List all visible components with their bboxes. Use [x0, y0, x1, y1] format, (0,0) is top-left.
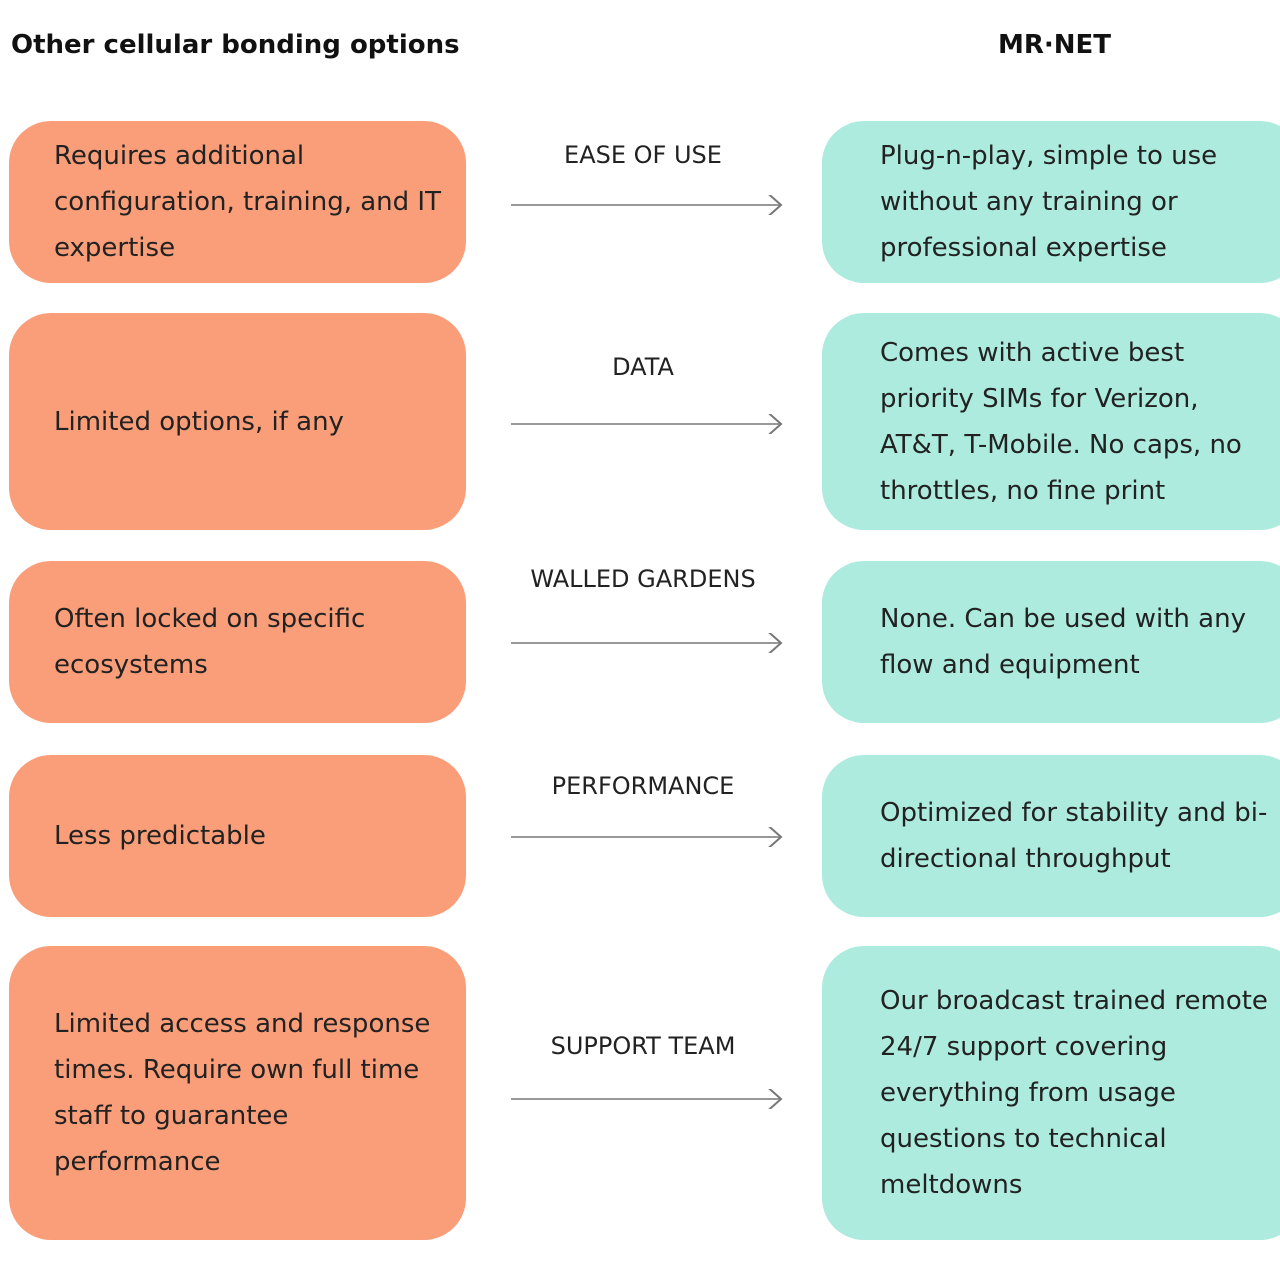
other-option-text: Limited options, if any — [54, 406, 344, 437]
other-option-box: Often locked on specific ecosystems — [9, 561, 466, 723]
arrow-right-icon — [511, 633, 783, 653]
mrnet-option-text: Our broadcast trained remote 24/7 suppor… — [880, 986, 1268, 1200]
mrnet-option-box: Plug-n-play, simple to use without any t… — [822, 121, 1280, 283]
arrow-right-icon — [511, 827, 783, 847]
mrnet-heading: MR·NET — [998, 30, 1112, 60]
other-option-text: Less predictable — [54, 821, 266, 851]
category-label: EASE OF USE — [564, 141, 722, 169]
mrnet-option-box: Optimized for stability and bi-direction… — [822, 755, 1280, 917]
mrnet-option-text: Optimized for stability and bi-direction… — [880, 798, 1268, 874]
other-option-text: Often locked on specific ecosystems — [54, 604, 366, 680]
mrnet-option-text: Plug-n-play, simple to use without any t… — [880, 141, 1218, 263]
mrnet-option-box: Comes with active best priority SIMs for… — [822, 313, 1280, 530]
other-option-text: Limited access and response times. Requi… — [54, 1009, 431, 1177]
category-label: PERFORMANCE — [551, 772, 735, 800]
mrnet-option-text: None. Can be used with any flow and equi… — [880, 604, 1246, 680]
mrnet-option-box: Our broadcast trained remote 24/7 suppor… — [822, 946, 1280, 1240]
other-option-box: Limited options, if any — [9, 313, 466, 530]
arrow-right-icon — [511, 195, 783, 215]
other-option-box: Less predictable — [9, 755, 466, 917]
other-option-box: Requires additional configuration, train… — [9, 121, 466, 283]
arrow-right-icon — [511, 1089, 783, 1109]
category-label: WALLED GARDENS — [530, 565, 756, 593]
category-label: DATA — [612, 353, 674, 381]
arrow-right-icon — [511, 414, 783, 434]
other-option-box: Limited access and response times. Requi… — [9, 946, 466, 1240]
mrnet-option-text: Comes with active best priority SIMs for… — [880, 337, 1242, 506]
mrnet-option-box: None. Can be used with any flow and equi… — [822, 561, 1280, 723]
other-options-heading: Other cellular bonding options — [11, 30, 460, 60]
other-option-text: Requires additional configuration, train… — [54, 141, 441, 263]
category-label: SUPPORT TEAM — [550, 1032, 736, 1060]
